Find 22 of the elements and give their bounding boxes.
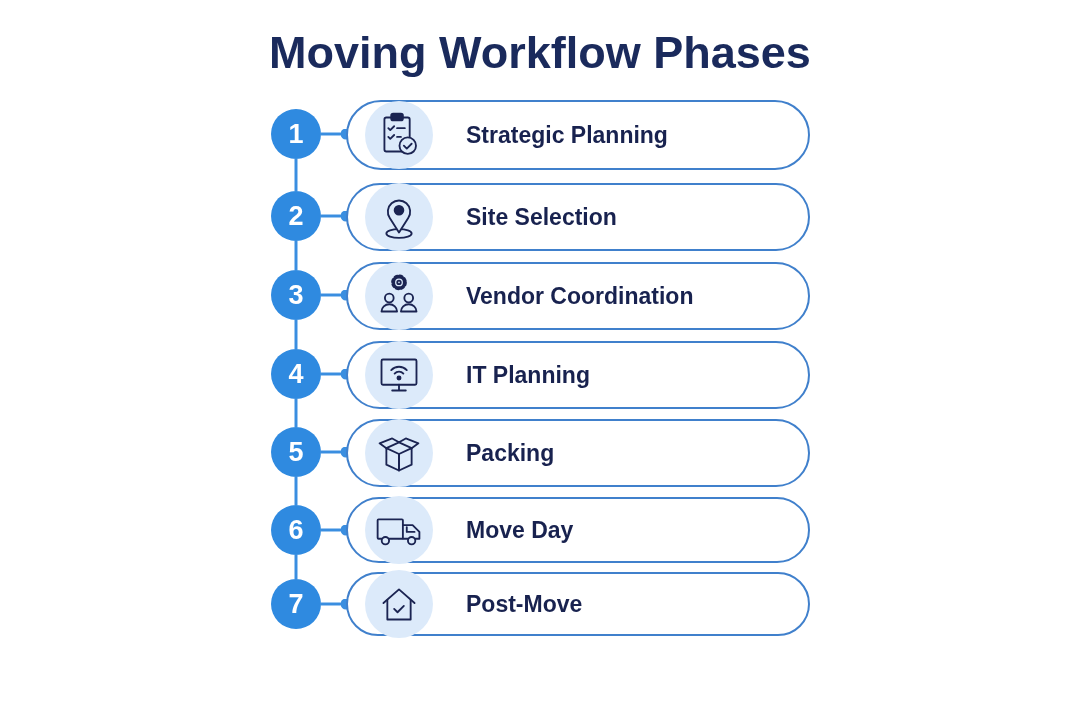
timeline-line [294,241,298,270]
step-number-circle: 3 [271,270,321,320]
phase-title: Strategic Planning [466,121,668,149]
phase-title: Packing [466,439,555,467]
phase-title: Site Selection [466,203,617,231]
timeline-line [294,159,298,191]
step-number-circle: 6 [271,505,321,555]
timeline-line [294,320,298,349]
timeline-line [294,555,298,579]
timeline-line [294,477,298,505]
phase-title: Move Day [466,516,574,544]
title: Moving Workflow Phases [269,28,811,78]
phase-title: IT Planning [466,361,590,389]
phase-title: Vendor Coordination [466,282,694,310]
phase-pill [346,572,810,636]
step-number-circle: 7 [271,579,321,629]
timeline-line [294,399,298,427]
step-number-circle: 2 [271,191,321,241]
phase-title: Post-Move [466,590,583,618]
step-number-circle: 4 [271,349,321,399]
step-number-circle: 1 [271,109,321,159]
step-number-circle: 5 [271,427,321,477]
